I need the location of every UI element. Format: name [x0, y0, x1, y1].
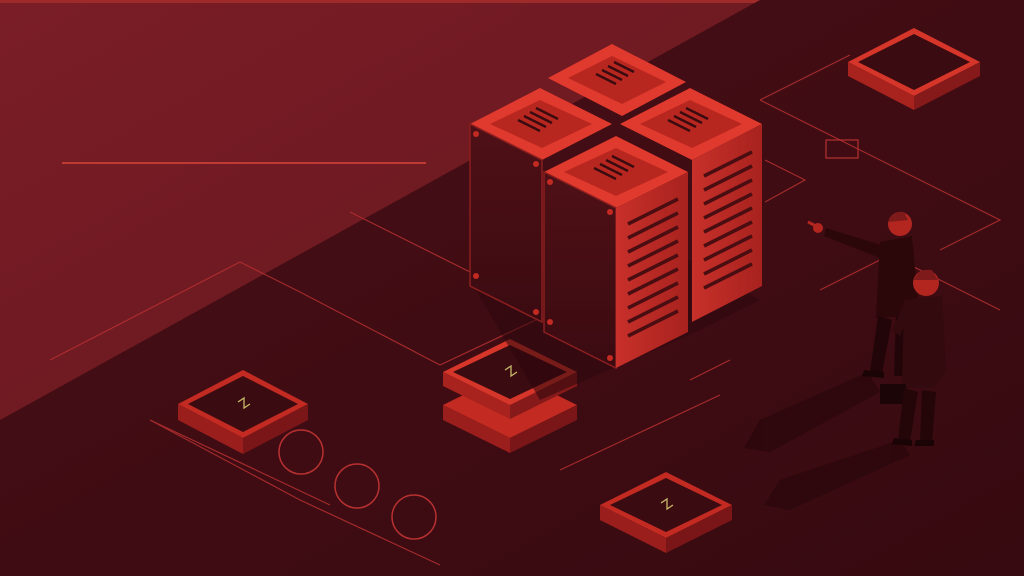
top-edge-line	[0, 0, 1024, 3]
people-shadows	[744, 372, 910, 510]
server-rack-left	[469, 88, 612, 324]
chip-module-left	[178, 370, 308, 454]
server-rack-back	[548, 44, 686, 116]
chip-module-top-right	[848, 28, 980, 110]
circle-node	[334, 463, 380, 509]
briefcase-icon	[880, 384, 906, 404]
vent-slots	[703, 150, 753, 290]
port-outline	[825, 139, 859, 159]
circle-nodes	[278, 429, 437, 540]
circle-node	[278, 429, 324, 475]
person-with-briefcase	[880, 269, 946, 446]
chip-module-bottom	[600, 472, 732, 553]
vent-slots	[627, 197, 679, 338]
circle-node	[391, 494, 437, 540]
server-rack-front	[543, 136, 688, 370]
server-rack-right	[620, 88, 762, 322]
